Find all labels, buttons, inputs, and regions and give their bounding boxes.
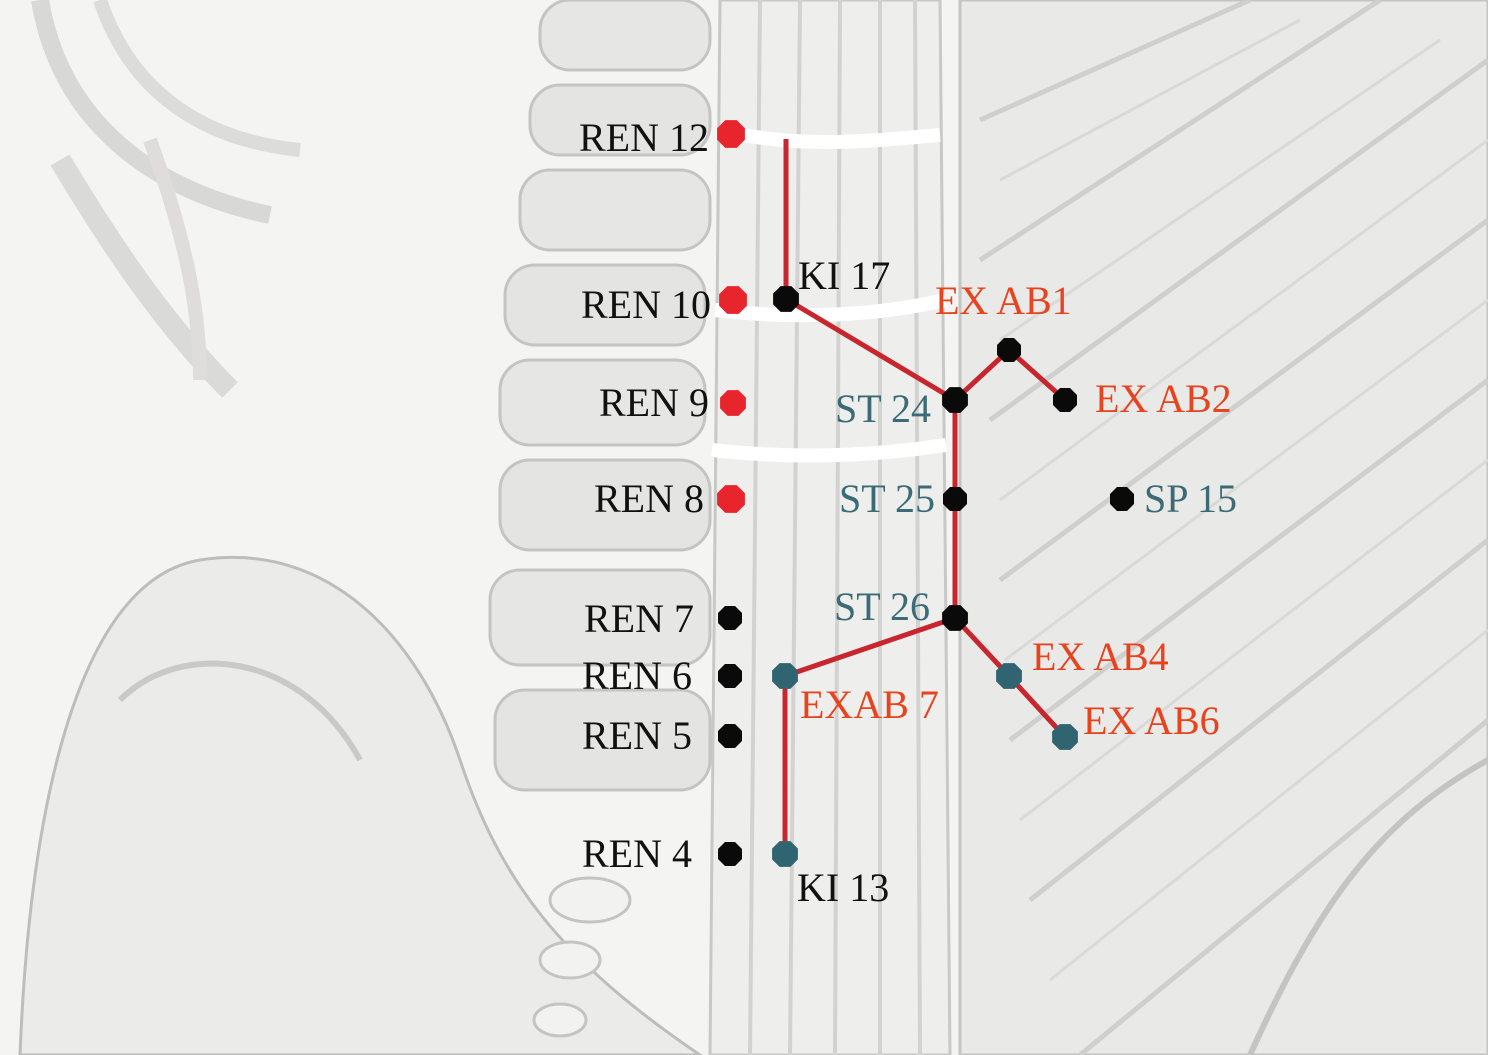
- label-exab2: EX AB2: [1095, 376, 1232, 421]
- point-st24-marker: [942, 387, 968, 413]
- label-st25: ST 25: [839, 476, 935, 521]
- point-ren7-marker: [718, 606, 742, 630]
- label-st24: ST 24: [835, 386, 931, 431]
- acupoint-markers: [717, 120, 1134, 867]
- point-ren9-marker: [720, 390, 746, 416]
- point-ren12-marker: [717, 120, 745, 148]
- point-exab6-marker: [1052, 724, 1078, 750]
- label-ren4: REN 4: [582, 831, 692, 876]
- label-st26: ST 26: [834, 584, 930, 629]
- label-ki17: KI 17: [798, 253, 890, 298]
- label-ren7: REN 7: [584, 596, 694, 641]
- point-exab7-marker: [772, 663, 798, 689]
- label-ren8: REN 8: [594, 476, 704, 521]
- point-ren5-marker: [718, 724, 742, 748]
- point-st25-marker: [943, 487, 967, 511]
- point-st26-marker: [942, 605, 968, 631]
- anatomy-illustration: [18, 0, 1488, 1055]
- label-exab1: EX AB1: [935, 278, 1072, 323]
- point-ren8-marker: [717, 485, 745, 513]
- label-exab6: EX AB6: [1083, 698, 1220, 743]
- point-ren6-marker: [718, 664, 742, 688]
- label-exab7: EXAB 7: [800, 682, 939, 727]
- label-ren10: REN 10: [581, 282, 711, 327]
- label-ren9: REN 9: [599, 380, 709, 425]
- acupoint-labels: REN 12 REN 10 REN 9 REN 8 REN 7 REN 6 RE…: [579, 115, 1237, 910]
- label-ren6: REN 6: [582, 653, 692, 698]
- point-exab1-marker: [997, 338, 1021, 362]
- point-ki13-marker: [772, 841, 798, 867]
- point-exab2-marker: [1053, 388, 1077, 412]
- label-ki13: KI 13: [797, 865, 889, 910]
- point-ki17-marker: [773, 286, 799, 312]
- point-ren4-marker: [718, 842, 742, 866]
- line-ki17-to-st24: [784, 296, 957, 403]
- point-sp15-marker: [1110, 487, 1134, 511]
- point-ren10-marker: [719, 286, 747, 314]
- label-exab4: EX AB4: [1032, 634, 1169, 679]
- label-ren12: REN 12: [579, 115, 709, 160]
- line-st26-to-exab7: [784, 615, 956, 679]
- label-ren5: REN 5: [582, 713, 692, 758]
- point-exab4-marker: [996, 663, 1022, 689]
- label-sp15: SP 15: [1144, 476, 1237, 521]
